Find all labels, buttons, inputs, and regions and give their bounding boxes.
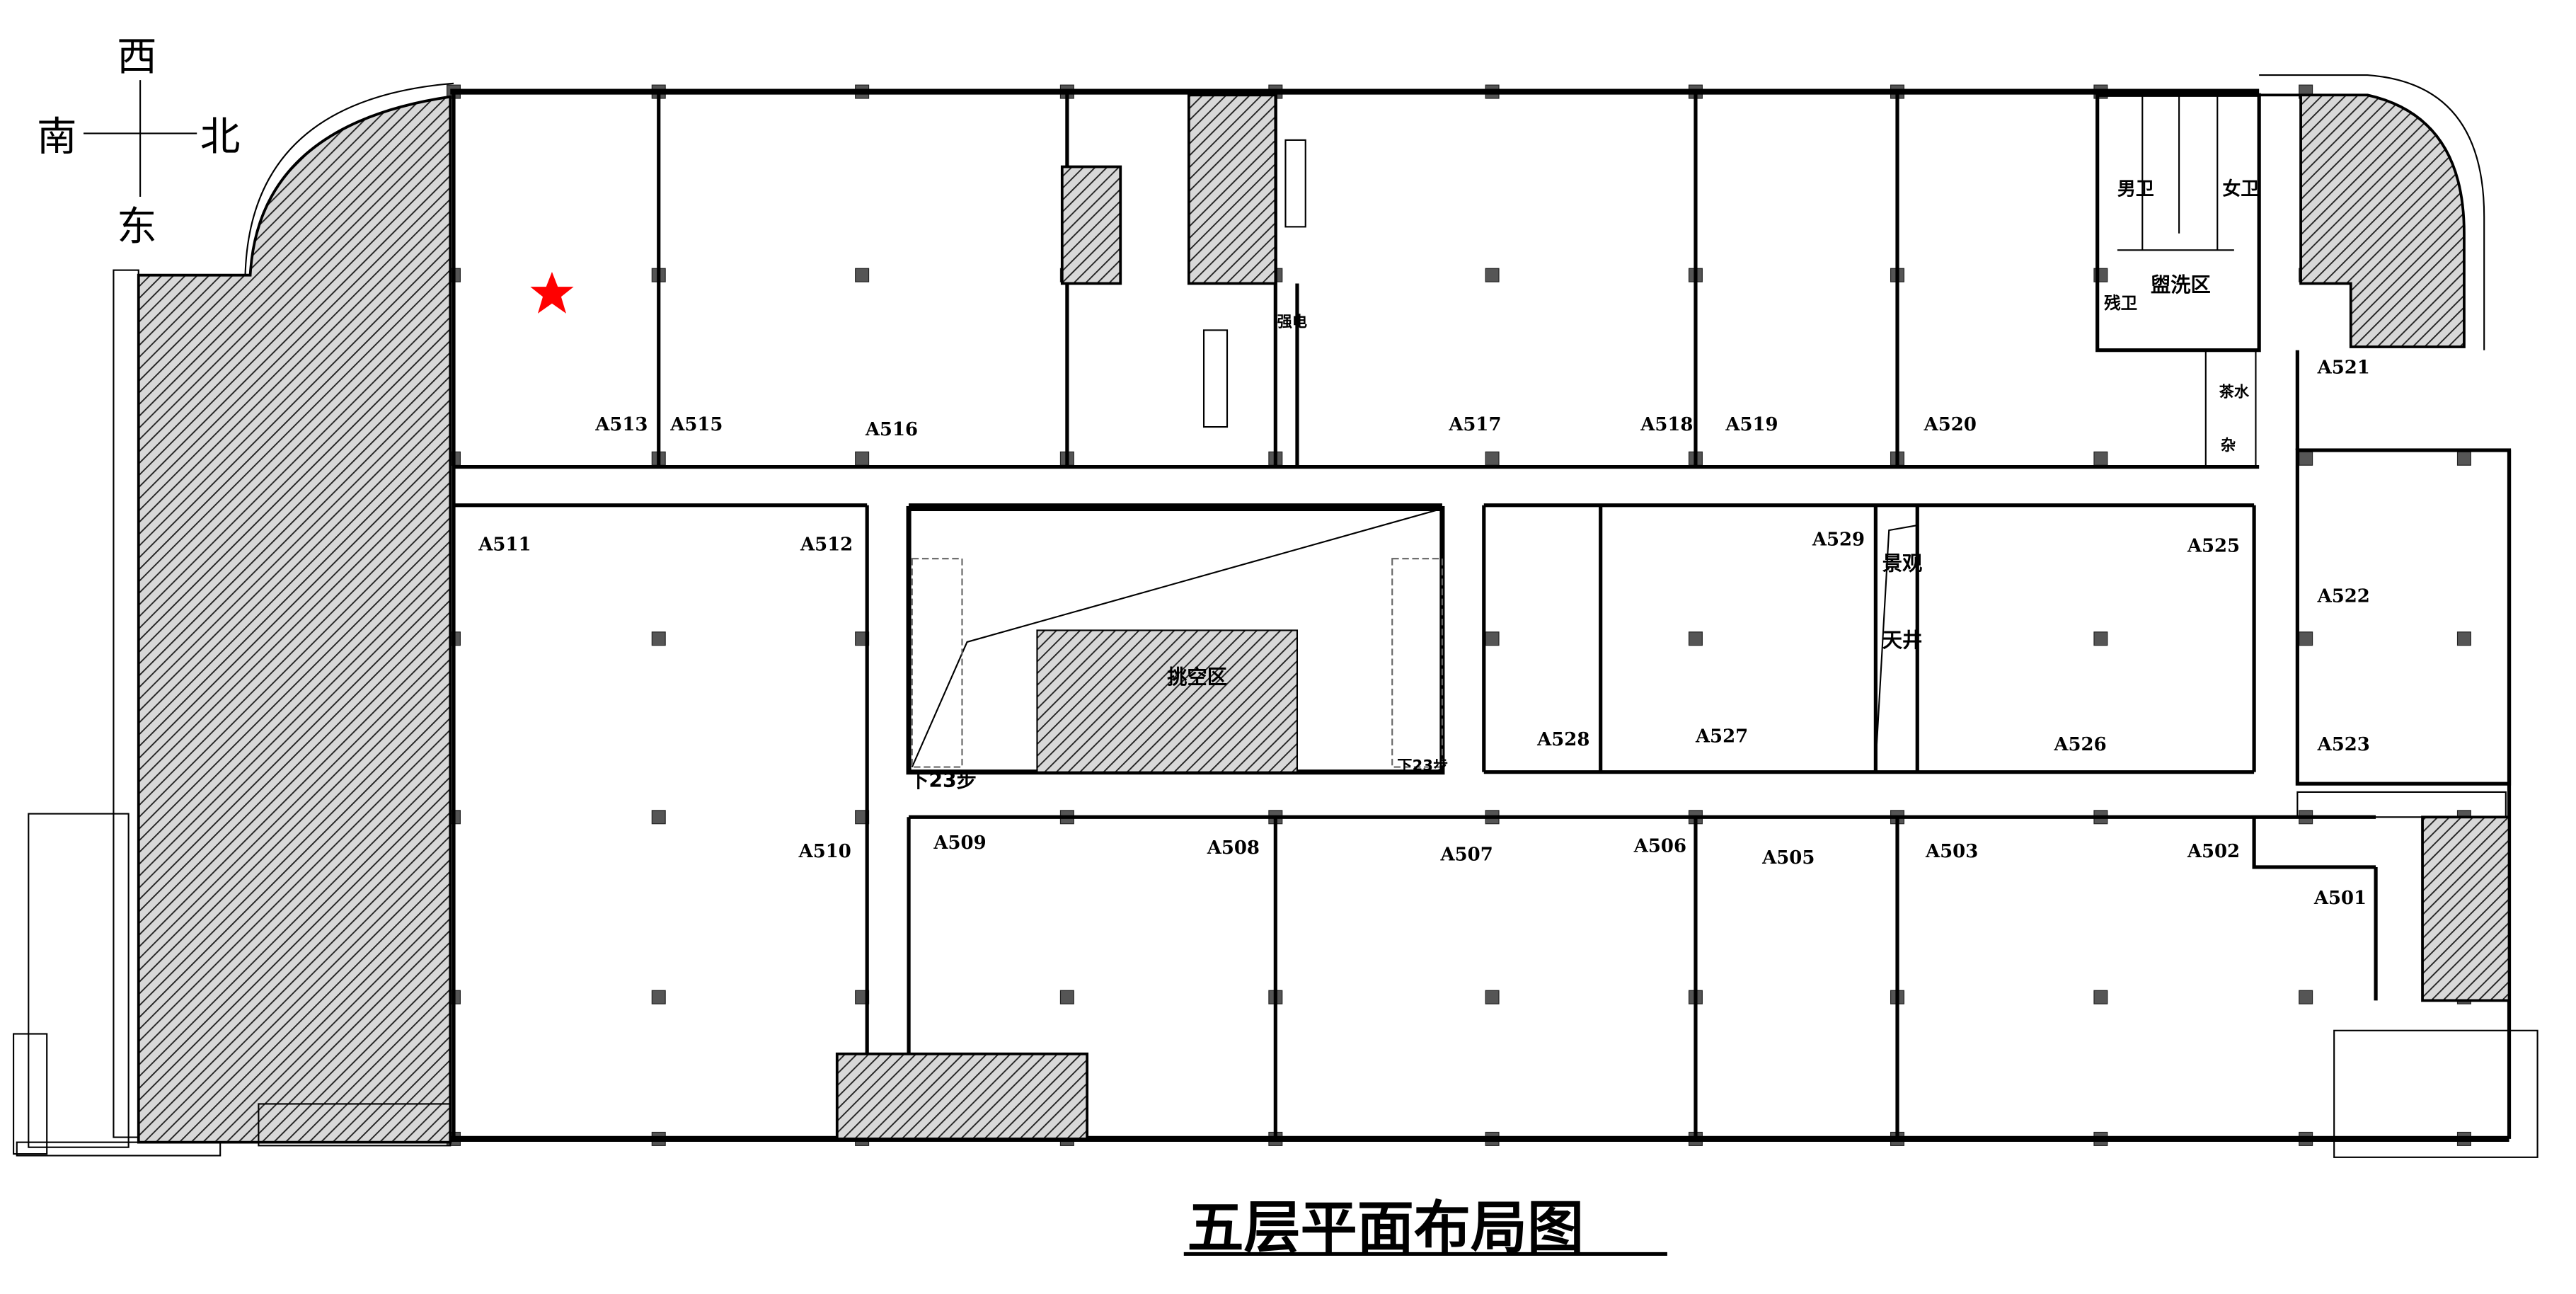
room-label-a510: A510	[798, 841, 851, 862]
room-label-a520: A520	[1924, 414, 1977, 435]
column	[1688, 631, 1703, 646]
column	[1485, 451, 1500, 466]
page-title: 五层平面布局图	[1187, 1195, 1584, 1261]
courtyard-label-2: 天井	[1882, 629, 1923, 652]
storage-label: 杂	[2221, 436, 2236, 454]
restrooms: 男卫 女卫 盥洗区 残卫 茶水 杂 强电	[1277, 93, 2261, 468]
compass-west: 西	[117, 34, 157, 80]
column	[2456, 631, 2471, 646]
room-label-a519: A519	[1725, 414, 1778, 435]
accessible-toilet-label: 残卫	[2104, 293, 2137, 313]
room-label-a527: A527	[1695, 726, 1748, 747]
column	[2299, 631, 2313, 646]
room-label-a512: A512	[800, 534, 853, 555]
landscape-courtyard: 景观 天井	[1875, 524, 1923, 764]
room-label-a516: A516	[865, 419, 918, 440]
room-label-a513: A513	[594, 414, 648, 435]
room-label-a506: A506	[1633, 836, 1686, 857]
compass: 西 南 北 东	[37, 34, 240, 250]
compass-south: 南	[37, 114, 77, 160]
stairwell-northeast	[2259, 93, 2466, 348]
column	[855, 268, 870, 282]
room-label-a508: A508	[1207, 837, 1260, 859]
room-label-a523: A523	[2317, 734, 2370, 755]
column	[2093, 990, 2108, 1004]
star-icon	[530, 271, 574, 314]
washroom-label: 盥洗区	[2151, 273, 2211, 297]
structural-columns	[446, 84, 2471, 1146]
room-label-a515: A515	[669, 414, 723, 435]
womens-toilet-label: 女卫	[2222, 178, 2259, 200]
elevator-shaft	[1060, 165, 1122, 285]
room-label-a521: A521	[2317, 357, 2370, 379]
column	[1059, 990, 1074, 1004]
room-label-a502: A502	[2187, 841, 2240, 862]
room-label-a509: A509	[933, 832, 986, 854]
room-label-a529: A529	[1812, 529, 1865, 550]
column	[651, 990, 666, 1004]
compass-east: 东	[117, 204, 157, 250]
column	[1485, 990, 1500, 1004]
room-label-a522: A522	[2317, 585, 2370, 607]
stairwell-north	[1187, 93, 1277, 285]
room-label-a525: A525	[2187, 536, 2240, 557]
room-label-a528: A528	[1536, 729, 1589, 750]
column	[855, 451, 870, 466]
room-label-a517: A517	[1448, 414, 1501, 435]
column	[2299, 451, 2313, 466]
column	[651, 631, 666, 646]
atrium-label: 挑空区	[1167, 665, 1227, 689]
column	[1485, 268, 1500, 282]
west-wing-hatched	[137, 95, 452, 1144]
column	[2299, 990, 2313, 1004]
column	[2093, 451, 2108, 466]
mens-toilet-label: 男卫	[2117, 179, 2154, 200]
stairs-down-right-label: 下23步	[1397, 756, 1448, 774]
room-label-a511: A511	[478, 534, 531, 555]
room-label-a518: A518	[1640, 414, 1693, 435]
room-label-a526: A526	[2053, 734, 2106, 755]
column	[1485, 631, 1500, 646]
interior-walls	[453, 91, 2512, 1139]
tea-room-label: 茶水	[2219, 383, 2250, 401]
stairwell-east	[2421, 815, 2511, 1002]
room-labels: A513 A515 A516 A517 A518 A519 A520 A521 …	[478, 357, 2369, 909]
room-label-a501: A501	[2313, 888, 2367, 909]
stairs-down-left-label: 下23步	[909, 769, 977, 792]
courtyard-label: 景观	[1882, 552, 1923, 576]
atrium: 挑空区 下23步 下23步	[906, 505, 1448, 792]
column	[2093, 631, 2108, 646]
electrical-room-label: 强电	[1277, 313, 1307, 331]
stairwell-south	[835, 1052, 1089, 1140]
compass-north: 北	[200, 114, 241, 160]
column	[2456, 451, 2471, 466]
column	[651, 810, 666, 825]
room-label-a507: A507	[1440, 844, 1493, 866]
west-facade	[13, 269, 452, 1157]
room-label-a503: A503	[1925, 841, 1978, 862]
room-label-a505: A505	[1761, 847, 1815, 869]
